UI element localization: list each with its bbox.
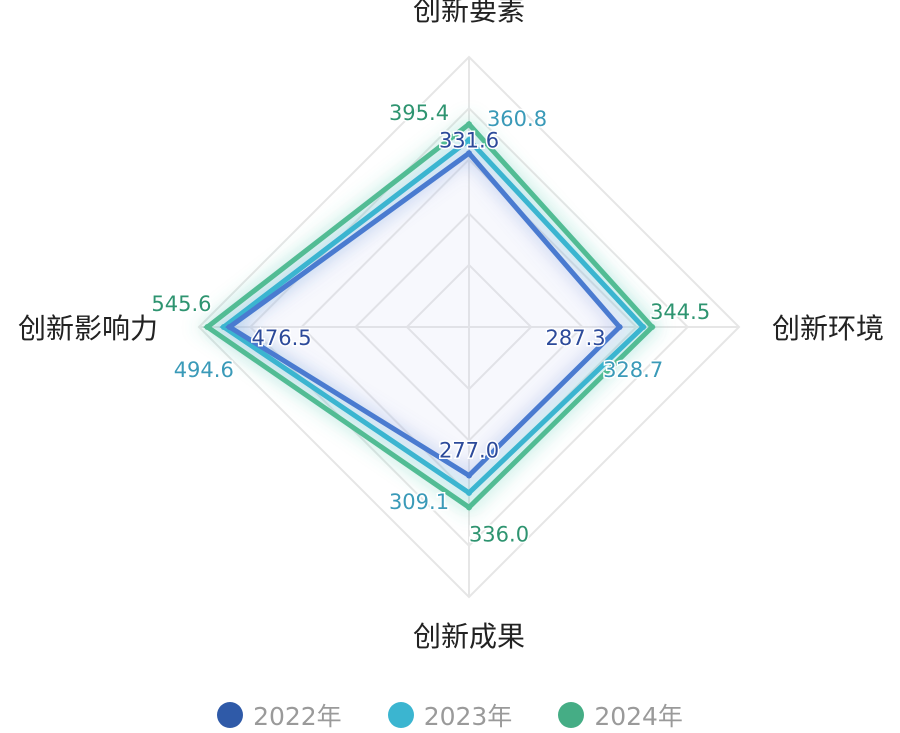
data-point[interactable] [640,324,647,330]
legend-item-2022[interactable]: 2022年 [217,697,342,733]
data-point[interactable] [466,489,472,496]
legend-marker-2024 [558,702,585,728]
axis-name: 创新影响力 [18,312,158,345]
data-point[interactable] [220,324,227,330]
legend-marker-2022 [217,702,244,728]
data-point[interactable] [466,504,472,511]
data-label: 331.6 [439,128,499,152]
legend-item-2023[interactable]: 2023年 [387,697,513,733]
data-label: 336.0 [469,522,529,546]
axis-name: 创新环境 [772,312,884,345]
data-point[interactable] [466,150,472,157]
data-label: 277.0 [439,439,499,463]
legend-label-2024: 2024年 [594,702,683,731]
data-point[interactable] [616,324,623,330]
data-point[interactable] [226,324,233,330]
data-label: 494.6 [174,358,234,382]
legend-item-2024[interactable]: 2024年 [558,697,683,733]
data-label: 395.4 [389,101,449,125]
data-point[interactable] [204,324,211,330]
data-point[interactable] [466,136,472,143]
data-label: 344.5 [650,300,710,324]
data-label: 360.8 [487,107,547,131]
data-point[interactable] [466,121,472,128]
data-label: 309.1 [389,490,449,514]
legend-marker-2023 [387,702,414,728]
legend-label-2022: 2022年 [253,702,342,731]
data-point[interactable] [649,324,656,330]
data-label: 328.7 [603,358,663,382]
axis-name: 创新成果 [413,620,525,653]
data-label: 476.5 [251,326,311,350]
legend: 2022年 2023年 2024年 [0,697,900,733]
data-label: 287.3 [545,326,605,350]
axis-name: 创新要素 [413,0,525,27]
legend-label-2023: 2023年 [423,702,513,731]
data-point[interactable] [466,472,472,479]
data-label: 545.6 [151,292,211,316]
